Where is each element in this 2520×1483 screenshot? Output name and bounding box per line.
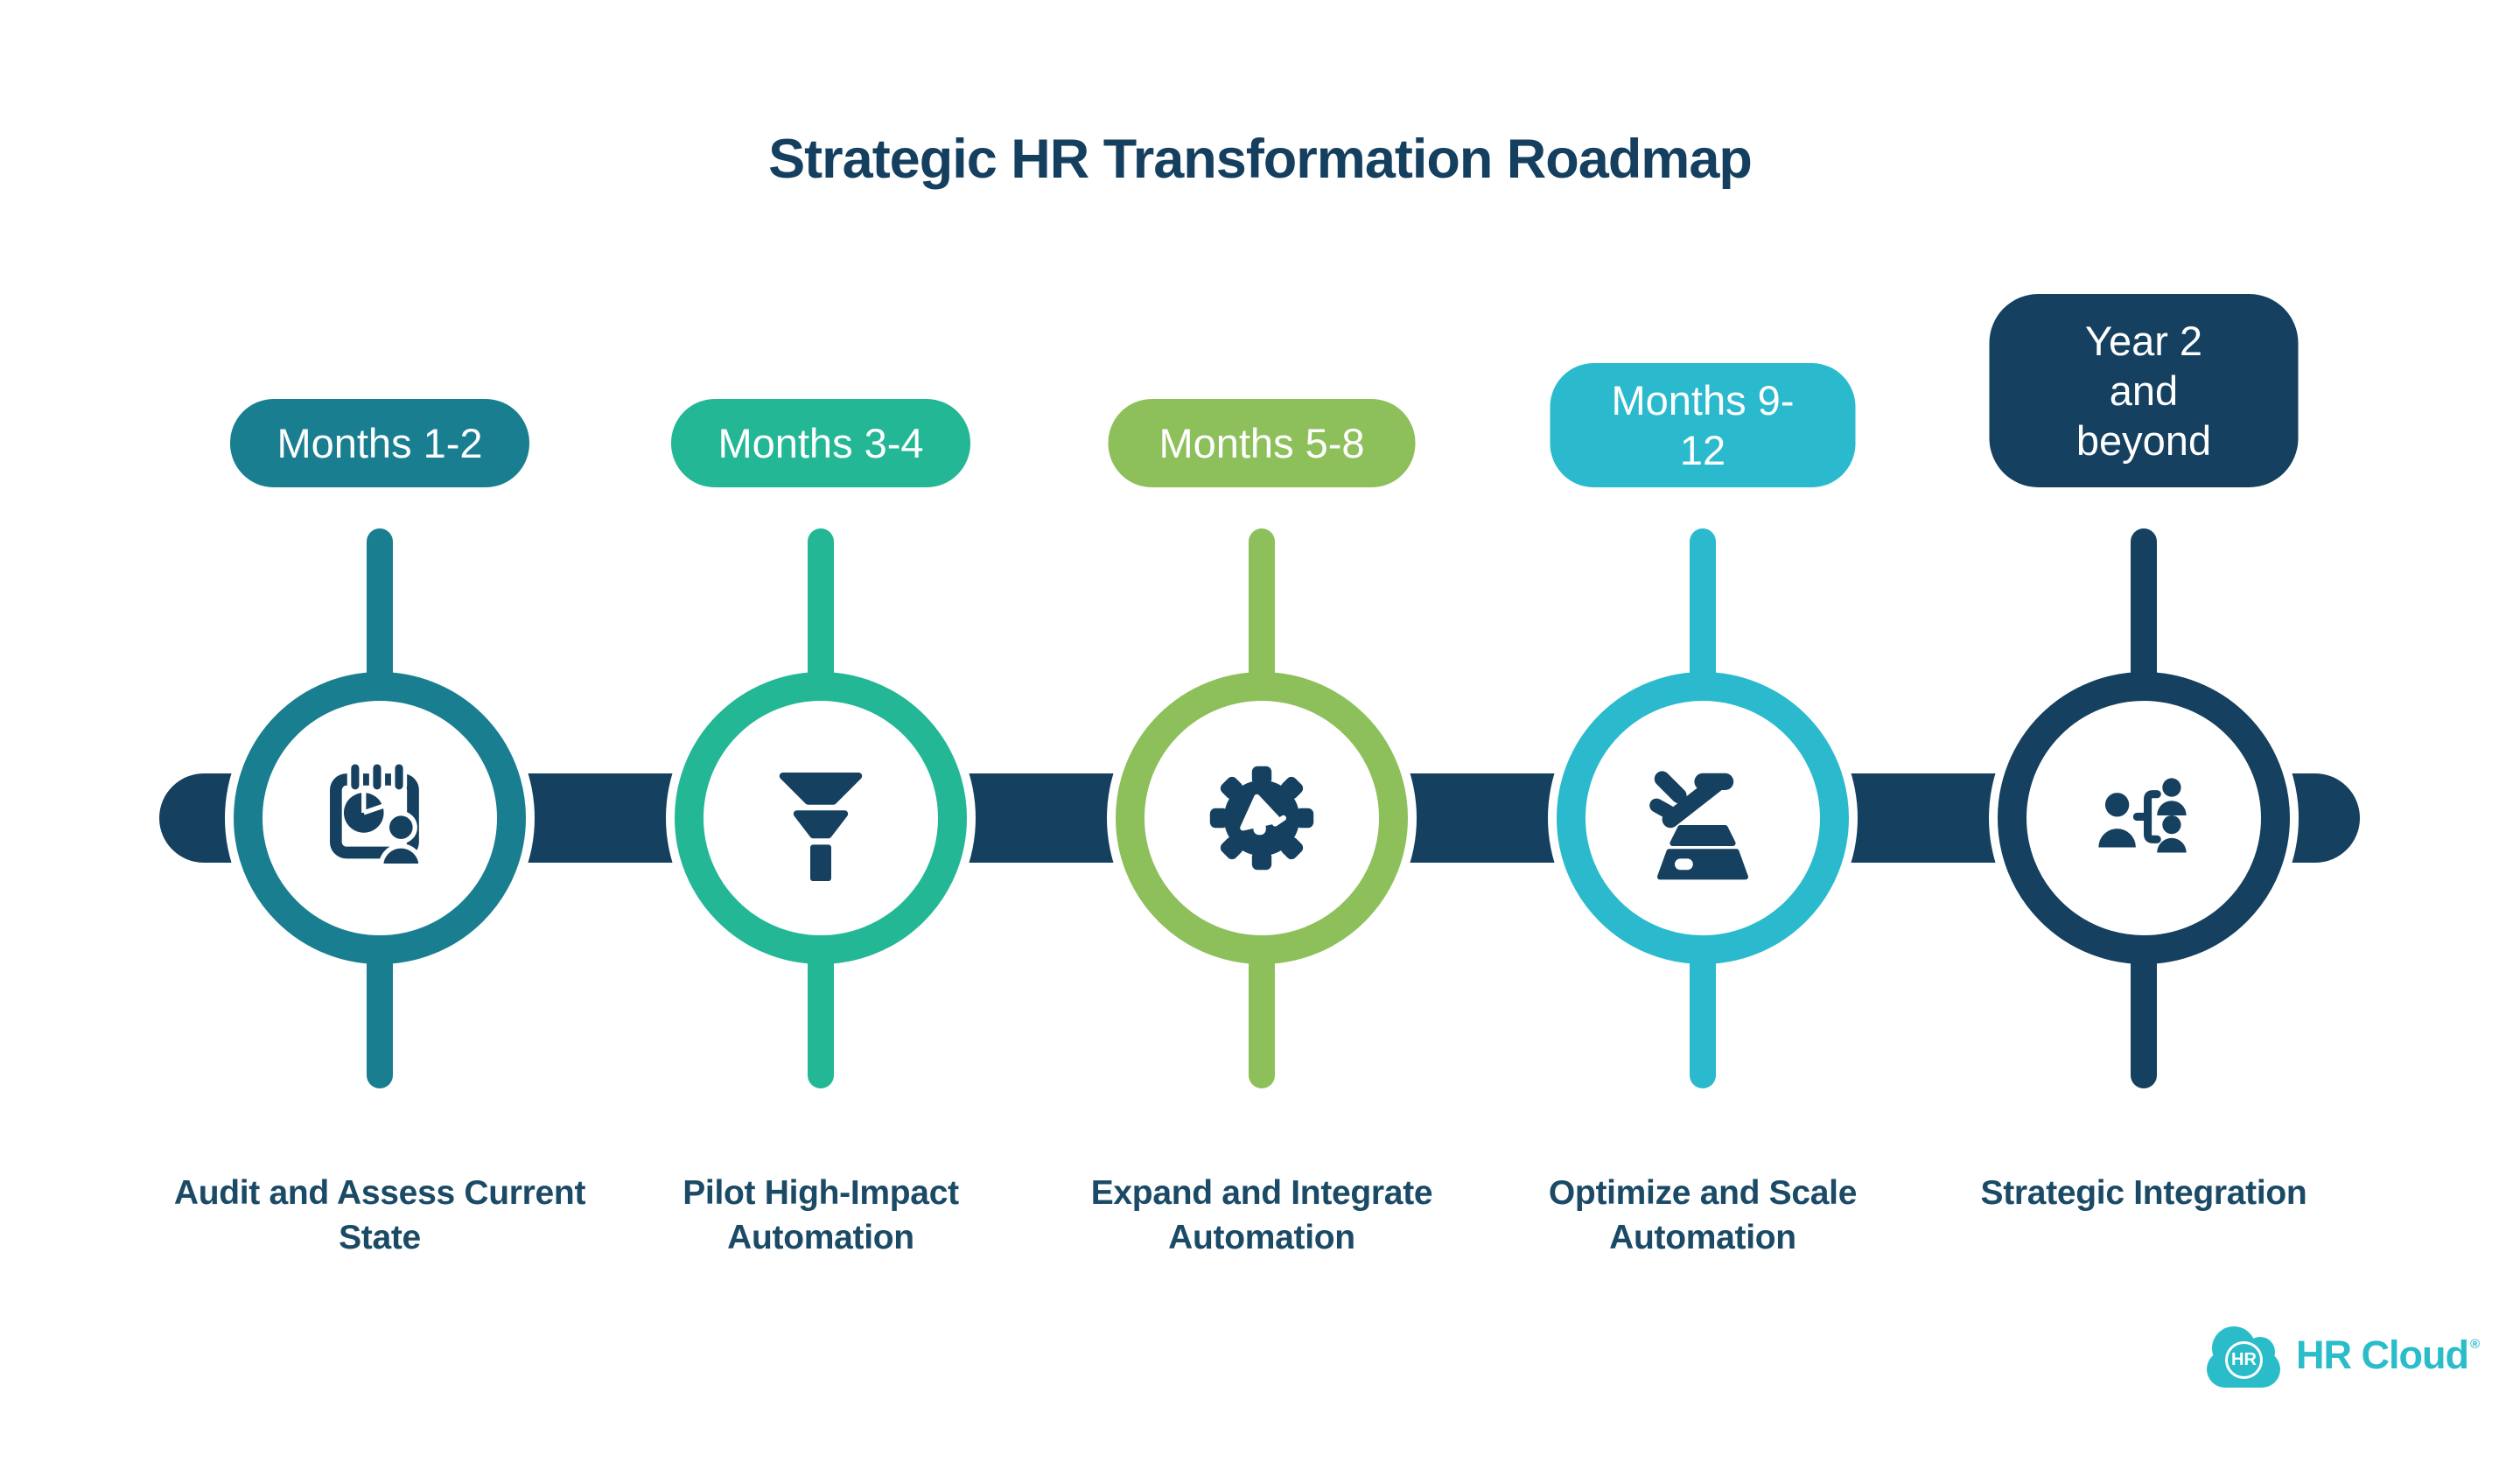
stage-1-period-text: Months 1-2	[276, 420, 483, 466]
stage-5-connector-top	[2131, 528, 2157, 695]
stage-5-connector-bottom	[2131, 941, 2157, 1088]
funnel-icon	[779, 773, 863, 881]
stage-2: Months 3-4 Pilot High-Impact Automation	[576, 0, 1066, 1483]
stage-1-connector-top	[367, 528, 393, 695]
stage-3: Months 5-8 Expand	[1017, 0, 1507, 1483]
stage-2-label: Pilot High-Impact Automation	[682, 1174, 959, 1256]
stage-4-period-text: Months 9- 12	[1611, 377, 1795, 473]
stage-3-label: Expand and Integrate Automation	[1090, 1174, 1433, 1256]
stage-2-circle	[675, 672, 967, 964]
stage-1-circle	[234, 672, 526, 964]
stage-2-period-pill: Months 3-4	[671, 399, 970, 487]
stage-3-period-pill: Months 5-8	[1108, 399, 1416, 487]
page-title: Strategic HR Transformation Roadmap	[768, 129, 1753, 190]
stage-5-period-text: Year 2 and beyond	[2076, 318, 2212, 464]
hr-badge: HR	[2225, 1341, 2263, 1379]
stage-3-circle	[1116, 672, 1408, 964]
stage-2-connector-top	[808, 528, 834, 695]
stage-3-connector-bottom	[1249, 941, 1275, 1088]
stage-1-connector-bottom	[367, 941, 393, 1088]
stage-5: Year 2 and beyond Strategic Integration	[1899, 0, 2389, 1483]
stage-3-period-text: Months 5-8	[1158, 420, 1365, 466]
stage-5-circle	[1998, 672, 2290, 964]
stage-2-period-text: Months 3-4	[718, 420, 924, 466]
stage-3-connector-top	[1249, 528, 1275, 695]
airplane-takeoff-icon	[1649, 771, 1748, 880]
stage-5-period-pill: Year 2 and beyond	[1989, 294, 2299, 487]
stage-4-connector-bottom	[1690, 941, 1716, 1088]
calendar-chart-person-icon	[330, 759, 424, 869]
team-hierarchy-icon	[2098, 778, 2187, 853]
stage-4-connector-top	[1690, 528, 1716, 695]
stage-5-label: Strategic Integration	[1980, 1174, 2307, 1212]
cloud-icon: HR	[2207, 1323, 2280, 1388]
stage-4: Months 9- 12 Optimize and Scale Automati…	[1458, 0, 1948, 1483]
stage-2-connector-bottom	[808, 941, 834, 1088]
brand-text: HR Cloud	[2296, 1333, 2469, 1377]
stage-4-label: Optimize and Scale Automation	[1548, 1174, 1858, 1256]
hr-cloud-logo: HR HR Cloud ®	[2207, 1323, 2480, 1388]
stage-1-period-pill: Months 1-2	[230, 399, 529, 487]
registered-mark: ®	[2469, 1337, 2480, 1352]
stage-1-label: Audit and Assess Current State	[173, 1174, 586, 1256]
stage-1: Months 1-2 Audit and Assess Current Stat…	[135, 0, 625, 1483]
brand-name: HR Cloud ®	[2296, 1333, 2480, 1378]
stage-4-period-pill: Months 9- 12	[1550, 363, 1856, 487]
stage-4-circle	[1557, 672, 1849, 964]
gear-megaphone-icon	[1209, 766, 1314, 871]
